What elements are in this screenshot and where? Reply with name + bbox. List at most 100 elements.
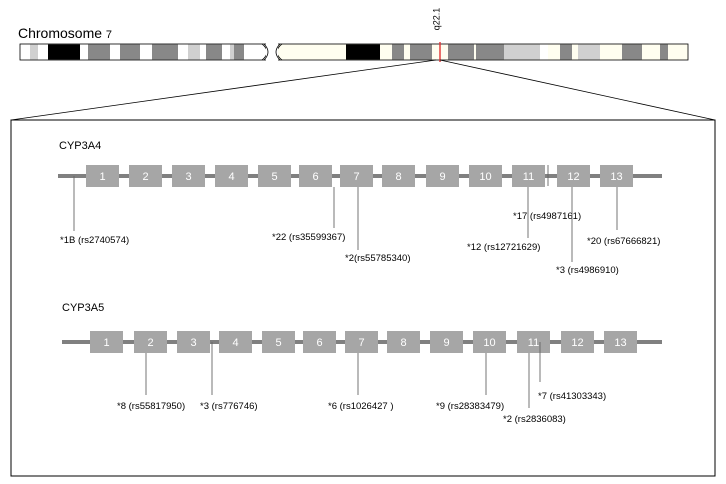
variant-label: *3 (rs4986910) — [556, 265, 619, 276]
exon-label: 13 — [614, 337, 626, 349]
exon-label: 5 — [271, 171, 277, 183]
chromosome-band — [152, 44, 178, 60]
exon-box — [340, 165, 373, 187]
variant-label: *17 (rs4987161) — [513, 211, 581, 222]
exon-label: 9 — [439, 171, 445, 183]
exon-box — [430, 331, 463, 353]
exon-box — [473, 331, 506, 353]
chromosome-band — [476, 44, 504, 60]
exon-label: 7 — [353, 171, 359, 183]
exon-box — [219, 331, 252, 353]
variant-label: *22 (rs35599367) — [272, 232, 345, 243]
exon-label: 3 — [185, 171, 191, 183]
exon-label: 8 — [400, 337, 406, 349]
variant-label: *20 (rs67666821) — [587, 236, 660, 247]
chromosome-band — [346, 44, 380, 60]
exon-box — [512, 165, 545, 187]
variant-label: *2 (rs2836083) — [503, 414, 566, 425]
variant-label: *7 (rs41303343) — [538, 391, 606, 402]
exon-box — [177, 331, 210, 353]
exon-box — [517, 331, 550, 353]
exon-box — [382, 165, 415, 187]
exon-label: 4 — [228, 171, 234, 183]
exon-label: 7 — [358, 337, 364, 349]
chromosome-band — [120, 44, 140, 60]
gene-title-cyp3a4: CYP3A4 — [59, 140, 102, 152]
chromosome-title: Chromosome 7 — [18, 25, 112, 41]
exon-label: 3 — [190, 337, 196, 349]
exon-box — [215, 165, 248, 187]
chromosome-band — [622, 44, 642, 60]
chromosome-number: 7 — [105, 29, 113, 41]
chromosome-band — [48, 44, 80, 60]
exon-label: 2 — [142, 171, 148, 183]
exon-label: 6 — [316, 337, 322, 349]
variant-label: *9 (rs28383479) — [436, 401, 504, 412]
chromosome-band — [30, 44, 38, 60]
chromosome-centromere-gap — [266, 43, 278, 61]
exon-label: 11 — [523, 171, 534, 183]
exon-box — [345, 331, 378, 353]
chromosome-band — [88, 44, 110, 60]
exon-box — [469, 165, 502, 187]
exon-box — [299, 165, 332, 187]
exon-label: 10 — [479, 171, 491, 183]
chromosome-band — [578, 44, 600, 60]
exon-box — [561, 331, 594, 353]
chromosome-band — [504, 44, 540, 60]
exon-label: 6 — [312, 171, 318, 183]
exon-label: 12 — [571, 337, 583, 349]
chromosome-band — [392, 44, 404, 60]
exon-box — [90, 331, 123, 353]
variant-label: *3 (rs776746) — [200, 401, 258, 412]
exon-label: 11 — [528, 337, 539, 349]
exon-label: 2 — [147, 337, 153, 349]
exon-label: 4 — [232, 337, 238, 349]
zoom-lines — [10, 59, 716, 121]
chromosome-ideogram — [19, 42, 689, 62]
exon-box — [172, 165, 205, 187]
variant-label: *6 (rs1026427 ) — [328, 401, 393, 412]
exon-box — [303, 331, 336, 353]
exon-box — [387, 331, 420, 353]
variant-label: *2(rs55785340) — [345, 253, 411, 264]
zoom-line-left — [10, 59, 437, 121]
zoom-line-right — [439, 59, 716, 121]
exon-label: 13 — [610, 171, 622, 183]
chromosome-band — [410, 44, 432, 60]
chromosome-band — [448, 44, 474, 60]
variant-label: *8 (rs55817950) — [117, 401, 185, 412]
chromosome-band — [660, 44, 668, 60]
exon-box — [600, 165, 633, 187]
exon-label: 8 — [395, 171, 401, 183]
gene-title-cyp3a5: CYP3A5 — [62, 302, 105, 314]
detail-frame — [10, 119, 716, 477]
exon-label: 12 — [567, 171, 579, 183]
chromosome-title-text: Chromosome — [18, 25, 103, 41]
exon-label: 1 — [99, 171, 105, 183]
chromosome-band — [230, 44, 234, 60]
exon-label: 10 — [483, 337, 495, 349]
variant-label: *12 (rs12721629) — [467, 242, 540, 253]
exon-box — [86, 165, 119, 187]
exon-box — [134, 331, 167, 353]
exon-label: 1 — [103, 337, 109, 349]
chromosome-centromere-outline — [263, 43, 281, 61]
variant-label: *1B (rs2740574) — [60, 235, 129, 246]
exon-label: 9 — [443, 337, 449, 349]
chromosome-band — [206, 44, 222, 60]
chromosome-band — [540, 44, 548, 60]
exon-box — [557, 165, 590, 187]
chromosome-band — [234, 44, 244, 60]
exon-box — [604, 331, 637, 353]
chromosome-band — [188, 44, 200, 60]
chromosome-band — [560, 44, 572, 60]
exon-box — [262, 331, 295, 353]
exon-box — [129, 165, 162, 187]
exon-label: 5 — [275, 337, 281, 349]
exon-box — [258, 165, 291, 187]
exon-box — [426, 165, 459, 187]
